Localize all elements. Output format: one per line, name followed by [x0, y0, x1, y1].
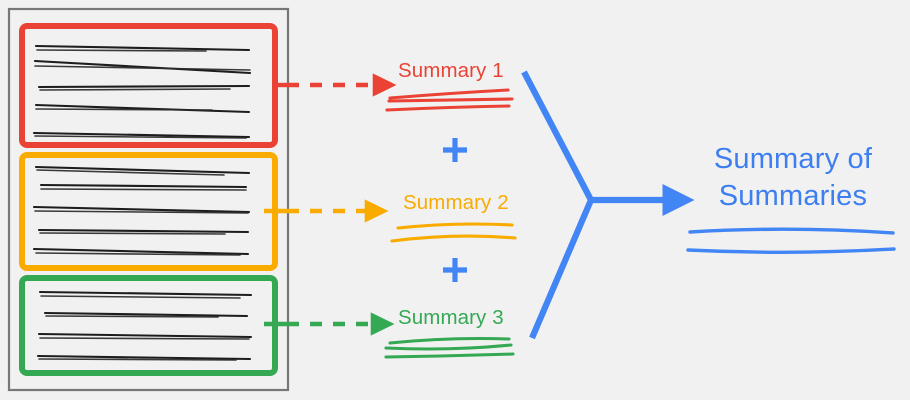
summary-2-squiggles [390, 222, 517, 243]
doc-group-orange-text-lines [32, 165, 251, 256]
summary-1-label: Summary 1 [398, 59, 504, 82]
source-documents-frame [7, 7, 290, 392]
summary-1-squiggles [385, 88, 514, 112]
final-summary-title-line1: Summary of [714, 143, 873, 175]
final-summary-group[interactable]: Summary of Summaries [686, 143, 896, 254]
plus-operator-2 [443, 258, 467, 282]
summary-3-label: Summary 3 [398, 306, 504, 329]
doc-group-red[interactable] [19, 23, 278, 148]
final-summary-title-line2: Summaries [719, 180, 867, 212]
summary-3-group[interactable]: Summary 3 [384, 306, 515, 359]
doc-group-red-text-lines [32, 44, 252, 139]
summary-1-group[interactable]: Summary 1 [385, 59, 514, 112]
summary-2-group[interactable]: Summary 2 [390, 191, 517, 243]
doc-group-orange[interactable] [19, 152, 278, 271]
doc-group-green[interactable] [19, 275, 278, 376]
doc-group-green-text-lines [36, 290, 253, 361]
final-summary-squiggles [686, 227, 896, 254]
plus-operator-1 [443, 138, 467, 162]
summary-3-squiggles [384, 336, 515, 359]
blue-merge-arrow [521, 70, 695, 340]
summary-2-label: Summary 2 [403, 191, 509, 214]
